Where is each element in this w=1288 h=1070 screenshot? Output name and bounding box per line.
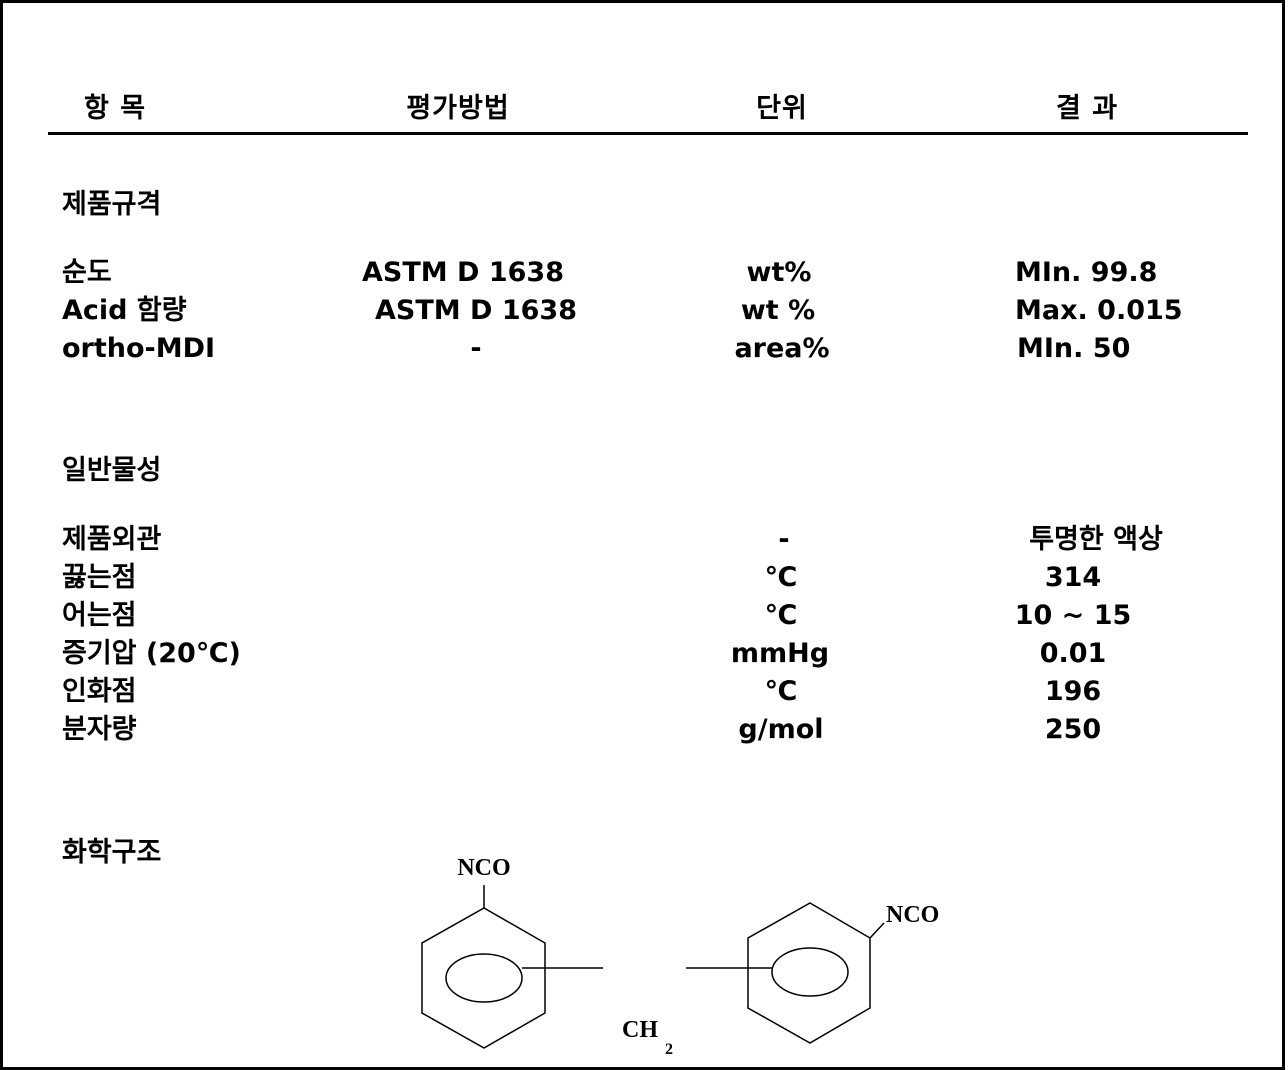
general-unit: ℃	[764, 562, 798, 593]
spec-result: MIn. 50	[1017, 333, 1131, 364]
section-title-structure: 화학구조	[62, 837, 162, 868]
header-item: 항 목	[84, 93, 147, 124]
spec-item: Acid 함량	[62, 295, 187, 326]
general-result: 투명한 액상	[1029, 524, 1163, 555]
general-result: 314	[1044, 562, 1102, 593]
spec-method: ASTM D 1638	[362, 257, 564, 288]
left-nco-label: NCO	[457, 855, 510, 881]
section-title-spec: 제품규격	[62, 189, 162, 220]
general-unit: ℃	[764, 600, 798, 631]
spec-result: Max. 0.015	[1015, 295, 1183, 326]
general-unit: ℃	[764, 676, 798, 707]
bridge-label: CH	[622, 1017, 658, 1043]
header-unit: 단위	[756, 93, 808, 124]
general-item: 인화점	[62, 676, 137, 707]
spec-unit: area%	[734, 333, 830, 364]
spec-item: 순도	[62, 257, 112, 288]
spec-result: MIn. 99.8	[1015, 257, 1158, 288]
general-item: 제품외관	[62, 524, 162, 555]
general-result: 0.01	[1039, 638, 1107, 669]
right-benzene-ring	[747, 902, 871, 1044]
spec-method: ASTM D 1638	[375, 295, 577, 326]
header-divider	[48, 132, 1248, 135]
spec-unit: wt%	[746, 257, 812, 288]
spec-unit: wt %	[740, 295, 816, 326]
general-unit: -	[778, 524, 790, 555]
left-benzene-ring	[421, 907, 546, 1049]
general-item: 분자량	[62, 714, 137, 745]
spec-method: -	[470, 333, 482, 364]
bridge-subscript: 2	[665, 1041, 673, 1058]
right-aromatic-circle	[771, 947, 849, 997]
general-result: 250	[1044, 714, 1102, 745]
general-result: 10 ~ 15	[1014, 600, 1132, 631]
general-result: 196	[1044, 676, 1102, 707]
section-title-general: 일반물성	[62, 455, 162, 486]
header-result: 결 과	[1055, 93, 1119, 124]
left-aromatic-circle	[445, 953, 523, 1003]
right-nco-bond	[869, 922, 885, 939]
general-unit: mmHg	[730, 638, 830, 669]
general-item: 어는점	[62, 600, 137, 631]
spec-item: ortho-MDI	[62, 333, 216, 364]
header-method: 평가방법	[406, 93, 510, 124]
general-item: 끓는점	[62, 562, 137, 593]
general-item: 증기압 (20℃)	[62, 638, 241, 669]
general-unit: g/mol	[738, 714, 824, 745]
right-nco-label: NCO	[886, 902, 939, 928]
